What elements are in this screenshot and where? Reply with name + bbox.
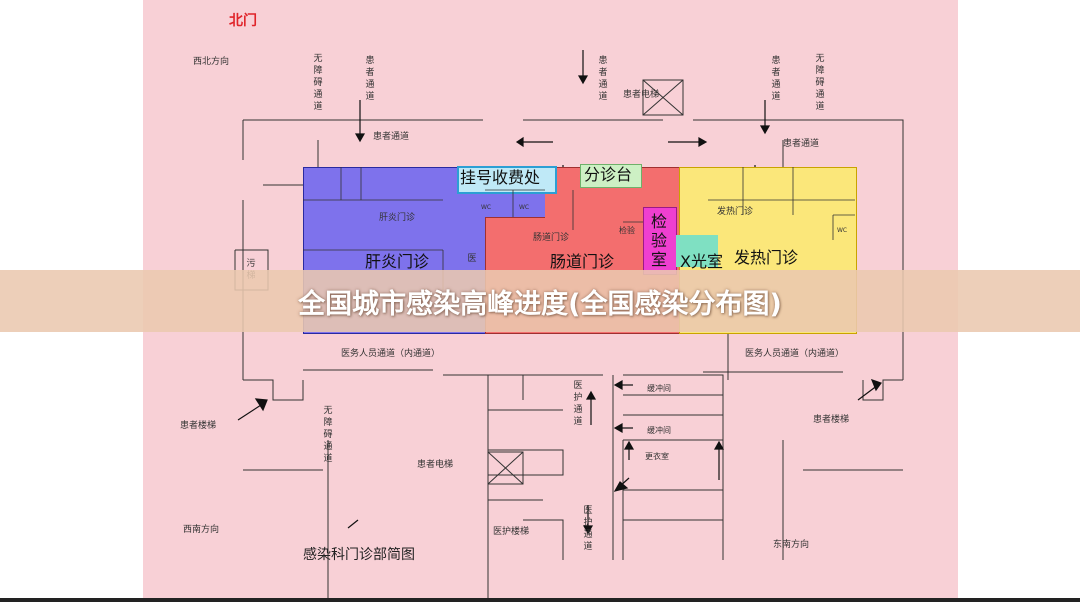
fever-clinic-label: 发热门诊 bbox=[734, 248, 799, 267]
xray-box bbox=[676, 235, 718, 267]
patient-corridor-label: 患者通道 bbox=[598, 56, 608, 102]
patient-corridor-label: 患者通道 bbox=[783, 139, 820, 149]
staff-corridor-label: 医务人员通道（内通道） bbox=[341, 349, 441, 359]
patient-corridor-label: 患者通道 bbox=[771, 56, 781, 102]
intestinal-clinic-label: 肠道门诊 bbox=[550, 252, 615, 271]
patient-stairs-label: 患者楼梯 bbox=[813, 415, 850, 425]
southwest-direction-label: 西南方向 bbox=[183, 525, 220, 535]
medical-stairs-label: 医护楼梯 bbox=[493, 527, 530, 537]
changing-room-label: 更衣室 bbox=[645, 452, 669, 461]
patient-elevator-label: 患者电梯 bbox=[417, 460, 454, 470]
northwest-direction-label: 西北方向 bbox=[193, 57, 230, 67]
north-gate-label: 北门 bbox=[229, 13, 257, 29]
wc-label: WC bbox=[519, 204, 530, 211]
xray-label: X光室 bbox=[680, 252, 723, 271]
title-banner: 全国城市感染高峰进度(全国感染分布图) bbox=[0, 270, 1080, 332]
bottom-border bbox=[0, 598, 1080, 602]
page-title: 全国城市感染高峰进度(全国感染分布图) bbox=[298, 288, 782, 320]
triage-label: 分诊台 bbox=[584, 165, 633, 184]
floor-plan-walls bbox=[234, 50, 904, 600]
zone-walls bbox=[303, 167, 855, 290]
wc-label: WC bbox=[481, 204, 492, 211]
medical-care-corridor-label: 医护通道 bbox=[573, 381, 583, 427]
registration-label: 挂号收费处 bbox=[460, 168, 541, 187]
lab-small-label: 检验 bbox=[619, 226, 635, 235]
southeast-direction-label: 东南方向 bbox=[773, 540, 810, 550]
buffer-room-label: 缓冲间 bbox=[647, 426, 671, 435]
registration-box bbox=[457, 166, 557, 194]
triage-box bbox=[580, 164, 642, 188]
barrier-free-corridor-label: 无障碍通道 bbox=[313, 54, 323, 112]
patient-elevator-label: 患者电梯 bbox=[623, 90, 660, 100]
patient-corridor-label: 患者通道 bbox=[365, 56, 375, 102]
patient-stairs-label: 患者楼梯 bbox=[180, 421, 217, 431]
intestinal-clinic-small-label: 肠道门诊 bbox=[533, 233, 570, 243]
wc-label: WC bbox=[837, 227, 848, 234]
medical-care-corridor-label: 医护通道 bbox=[583, 506, 593, 552]
liver-clinic-small-label: 肝炎门诊 bbox=[379, 213, 416, 223]
medical-short-label: 医 bbox=[467, 254, 477, 264]
buffer-room-label: 缓冲间 bbox=[647, 384, 671, 393]
staff-corridor-label: 医务人员通道（内通道） bbox=[745, 349, 845, 359]
barrier-free-corridor-label: 无障碍通道 bbox=[815, 54, 825, 112]
patient-corridor-label: 患者通道 bbox=[373, 132, 410, 142]
fever-clinic-small-label: 发热门诊 bbox=[717, 207, 754, 217]
barrier-free-corridor-label: 无障碍通道 bbox=[323, 406, 333, 464]
liver-clinic-label: 肝炎门诊 bbox=[365, 252, 430, 271]
lab-label: 检验室 bbox=[651, 212, 668, 269]
plan-caption: 感染科门诊部简图 bbox=[303, 547, 415, 563]
